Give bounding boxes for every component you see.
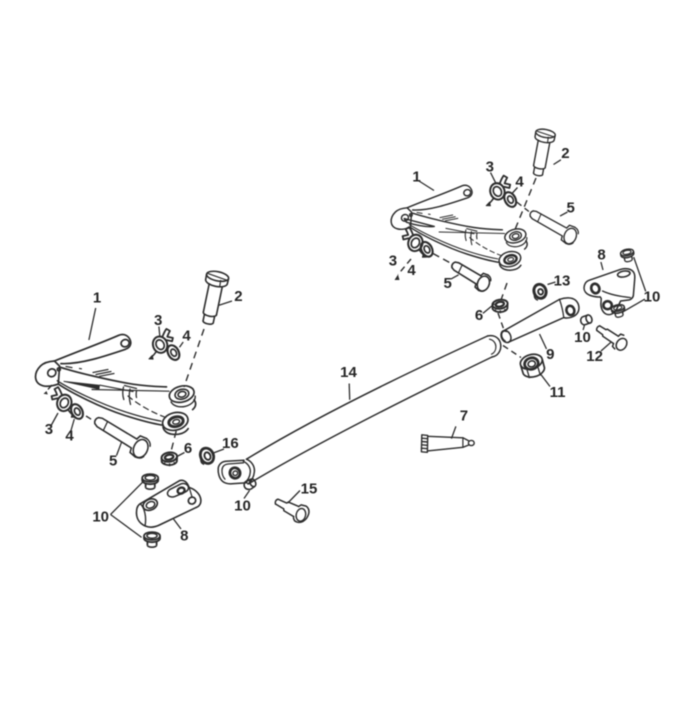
svg-text:9: 9: [546, 346, 554, 363]
svg-text:4: 4: [515, 174, 524, 191]
svg-text:16: 16: [222, 435, 239, 452]
svg-text:4: 4: [65, 428, 74, 445]
svg-text:2: 2: [561, 145, 569, 162]
svg-text:10: 10: [92, 509, 109, 526]
svg-text:8: 8: [180, 528, 188, 545]
svg-text:1: 1: [412, 169, 420, 186]
svg-text:6: 6: [475, 307, 483, 324]
svg-text:10: 10: [234, 498, 251, 515]
svg-text:15: 15: [301, 480, 318, 497]
svg-text:12: 12: [586, 348, 603, 365]
svg-text:7: 7: [460, 407, 468, 424]
svg-text:3: 3: [45, 421, 53, 438]
svg-text:4: 4: [407, 262, 416, 279]
svg-text:4: 4: [182, 328, 191, 345]
svg-text:6: 6: [184, 440, 192, 457]
svg-text:5: 5: [567, 200, 575, 217]
svg-text:10: 10: [574, 329, 591, 346]
svg-text:5: 5: [109, 452, 117, 469]
svg-text:13: 13: [554, 272, 571, 289]
svg-text:2: 2: [234, 288, 242, 305]
svg-text:3: 3: [486, 159, 494, 176]
svg-text:3: 3: [389, 253, 397, 270]
svg-text:3: 3: [154, 312, 162, 329]
svg-text:1: 1: [93, 290, 101, 307]
svg-text:8: 8: [597, 247, 605, 264]
svg-text:11: 11: [550, 384, 566, 401]
svg-text:10: 10: [644, 289, 661, 306]
svg-text:5: 5: [444, 275, 452, 292]
svg-text:14: 14: [340, 364, 357, 381]
